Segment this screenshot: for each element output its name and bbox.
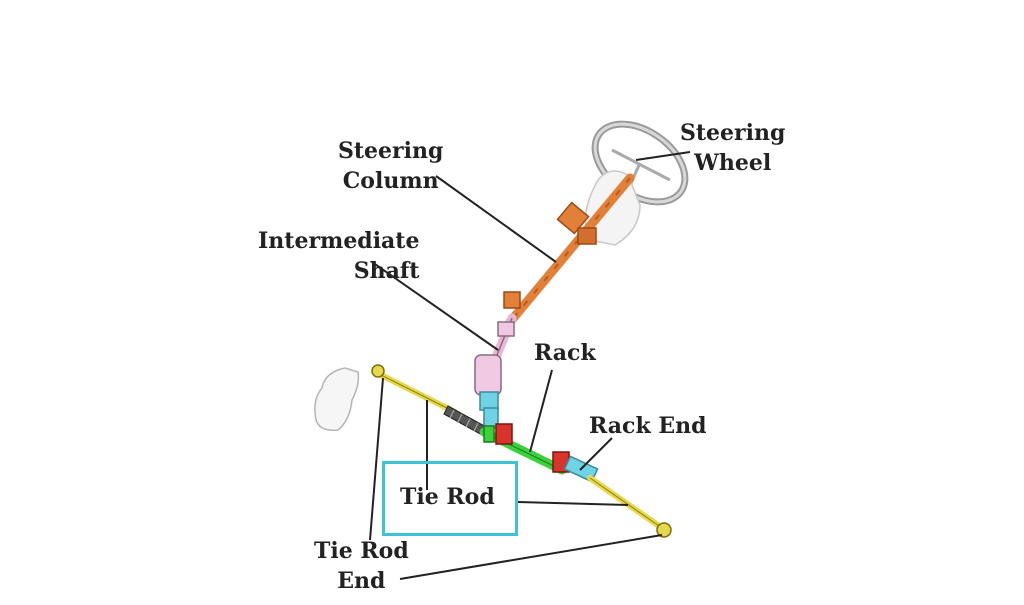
label-intermediate-shaft: Intermediate Shaft [258,226,419,286]
label-intermediate-shaft-line2: Shaft [353,258,420,284]
steering-column-graphic [503,173,635,327]
leader-steering-column [435,175,557,263]
leader-tie-rod-end-right [399,534,663,580]
label-tie-rod-end-line2: End [337,568,386,594]
label-tie-rod-end: Tie Rod End [314,536,409,596]
label-rack: Rack [534,338,596,368]
leader-tie-rod-right [517,501,629,506]
leader-rack-end [579,437,613,471]
label-steering-column-line1: Steering [338,138,444,164]
label-tie-rod: Tie Rod [400,482,495,512]
column-shroud-graphic [584,170,641,246]
label-steering-wheel: Steering Wheel [680,118,785,178]
label-rack-end-text: Rack End [589,413,707,439]
label-steering-wheel-line1: Steering [680,120,786,146]
intermediate-shaft-graphic [474,313,517,429]
leader-tie-rod-end-left [369,377,384,541]
leader-intermediate-shaft [371,261,499,351]
label-tie-rod-end-line1: Tie Rod [314,538,409,564]
leader-lines [369,151,691,580]
label-rack-end: Rack End [589,411,707,441]
label-steering-column: Steering Column [338,136,443,196]
leader-steering-wheel [635,151,691,161]
tie-rod-highlight-box [382,461,518,536]
label-intermediate-shaft-line1: Intermediate [258,228,420,254]
label-steering-wheel-line2: Wheel [694,150,772,176]
rack-graphic [479,423,570,475]
label-steering-column-line2: Column [342,168,439,194]
leader-rack [529,369,553,453]
tie-rod-left-graphic [371,364,458,415]
rack-boot-graphic [443,405,489,437]
label-tie-rod-text: Tie Rod [400,484,495,510]
knuckle-graphic [314,367,360,432]
label-rack-text: Rack [534,340,596,366]
